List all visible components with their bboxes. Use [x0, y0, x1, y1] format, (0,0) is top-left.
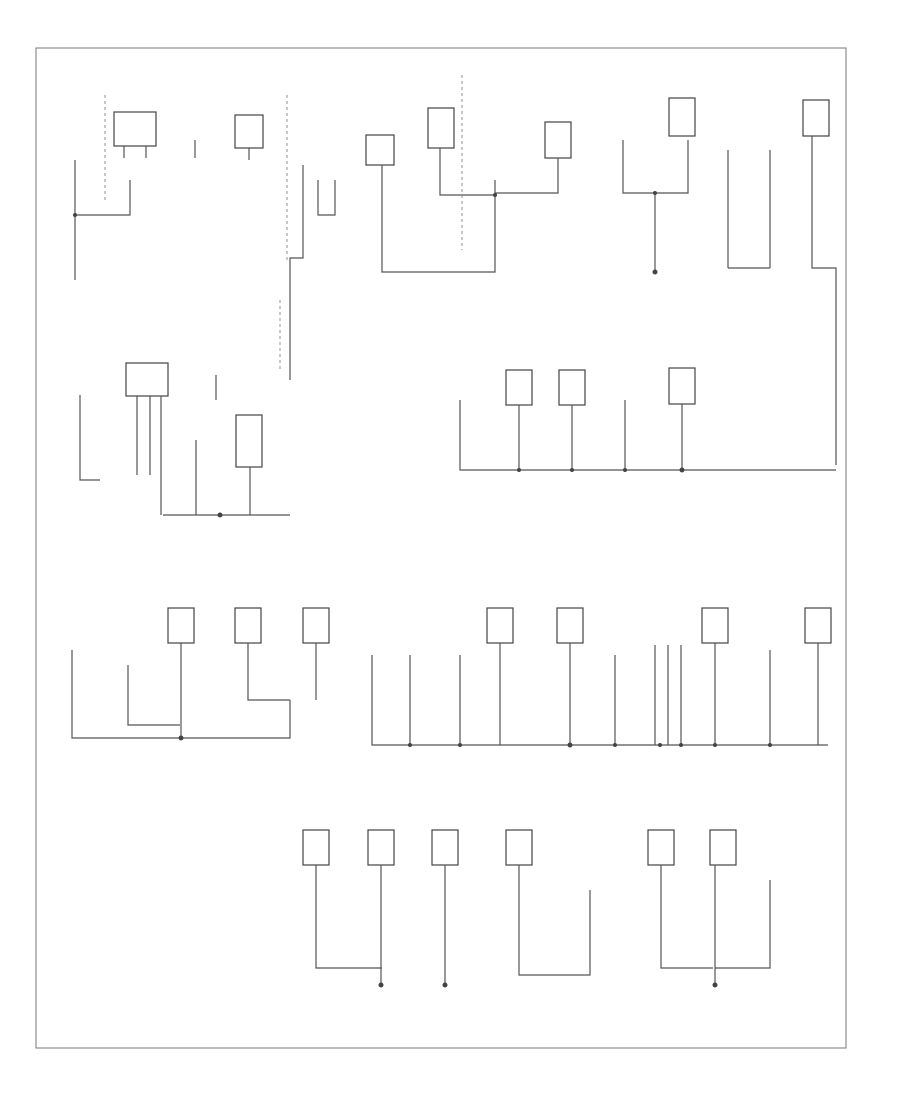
splice-node	[623, 468, 627, 472]
wire	[409, 655, 461, 745]
component-box	[802, 99, 830, 137]
splice-node	[458, 743, 462, 747]
splice-node	[653, 191, 657, 195]
wire	[315, 865, 382, 969]
component-box	[234, 607, 262, 644]
wire	[459, 400, 836, 471]
component-box	[668, 367, 696, 405]
bottom-band-circuits	[302, 829, 771, 988]
lower-band-circuits	[71, 607, 832, 748]
wire	[381, 165, 496, 273]
component-box	[544, 121, 572, 159]
component-box	[709, 829, 737, 866]
ground-node	[442, 982, 448, 988]
wire	[289, 165, 304, 380]
component-box	[234, 114, 264, 149]
wire	[439, 148, 495, 196]
wire	[127, 665, 180, 726]
component-box	[701, 607, 729, 644]
component-box	[365, 134, 395, 166]
splice-node	[713, 743, 717, 747]
splice-node	[679, 743, 683, 747]
component-box	[804, 607, 832, 644]
splice-node	[493, 193, 497, 197]
ground-node	[567, 742, 573, 748]
wire	[811, 136, 837, 465]
wire	[714, 865, 771, 985]
wire	[518, 865, 591, 976]
top-band-circuits	[73, 75, 837, 465]
component-box	[302, 829, 330, 866]
splice-node	[570, 468, 574, 472]
wire	[79, 395, 100, 481]
component-box	[367, 829, 395, 866]
wire	[317, 180, 336, 216]
ground-node	[652, 269, 658, 275]
diagram-frame	[35, 47, 847, 1049]
splice-node	[768, 743, 772, 747]
wire	[569, 643, 616, 745]
component-box	[556, 607, 584, 644]
wire	[123, 146, 147, 158]
component-box	[431, 829, 459, 866]
component-box	[427, 107, 455, 149]
splice-node	[613, 743, 617, 747]
ground-node	[679, 467, 685, 473]
splice-node	[73, 213, 77, 217]
ground-node	[378, 982, 384, 988]
ground-node	[712, 982, 718, 988]
wire	[247, 643, 290, 701]
splice-node	[658, 743, 662, 747]
ground-node	[217, 512, 223, 518]
splice-node	[517, 468, 521, 472]
wire	[727, 150, 771, 268]
wire	[136, 396, 162, 515]
wire	[714, 643, 771, 745]
component-box	[486, 607, 514, 644]
component-box	[302, 607, 330, 644]
wire	[74, 160, 131, 216]
splice-node	[408, 743, 412, 747]
component-box	[505, 829, 533, 866]
component-box	[113, 111, 157, 147]
component-box	[647, 829, 675, 866]
component-box	[167, 607, 195, 644]
component-box	[668, 97, 696, 137]
wire	[371, 655, 828, 746]
wire	[495, 158, 559, 194]
ground-node	[178, 735, 184, 741]
middle-band-circuits	[79, 300, 836, 518]
component-box	[125, 362, 169, 397]
component-box	[235, 414, 263, 468]
component-box	[558, 369, 586, 406]
component-box	[505, 369, 533, 406]
wire	[195, 375, 217, 515]
wire	[654, 645, 682, 745]
wire	[622, 140, 689, 194]
wire	[660, 865, 713, 969]
